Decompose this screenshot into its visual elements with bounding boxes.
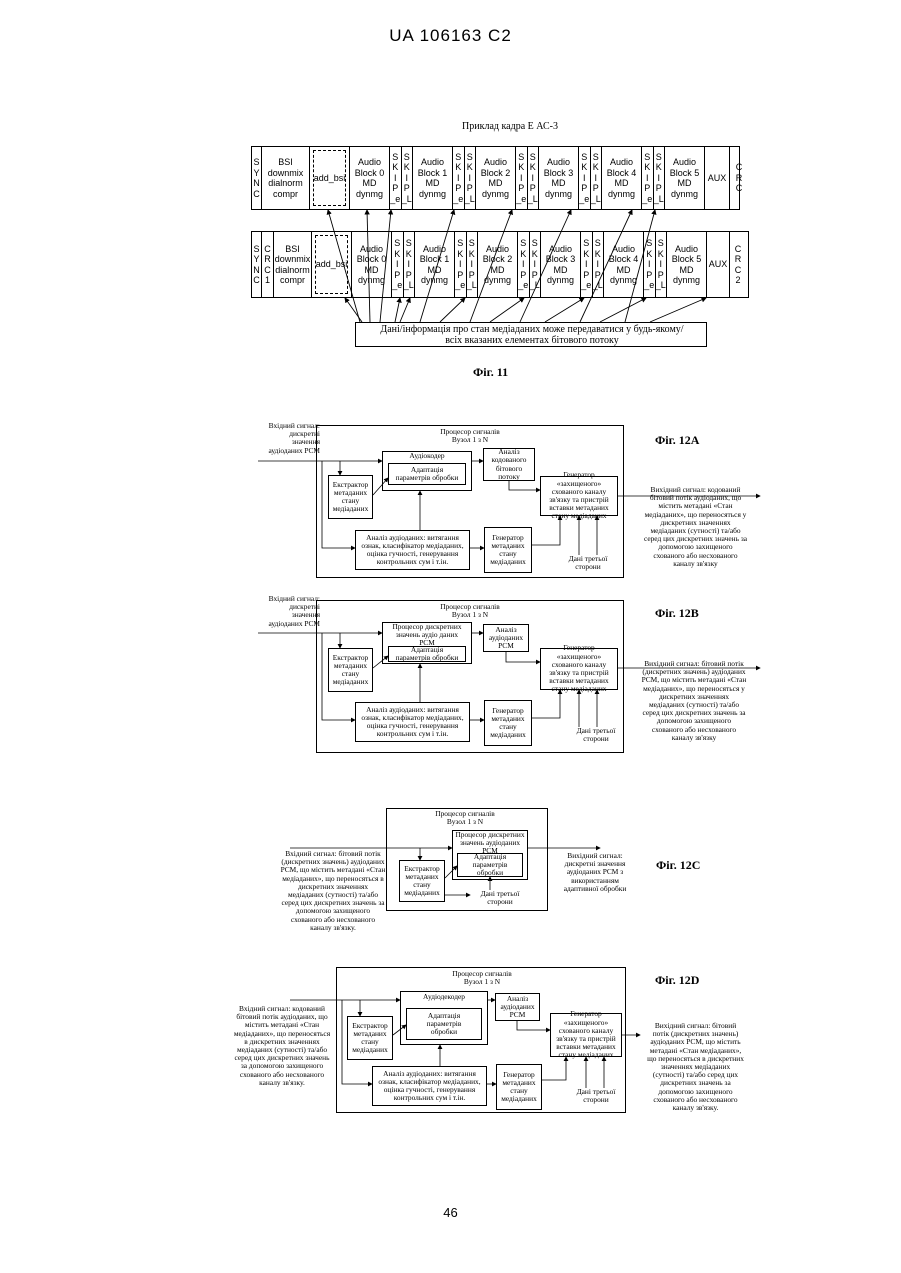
fig12d-arrows xyxy=(0,0,901,1273)
